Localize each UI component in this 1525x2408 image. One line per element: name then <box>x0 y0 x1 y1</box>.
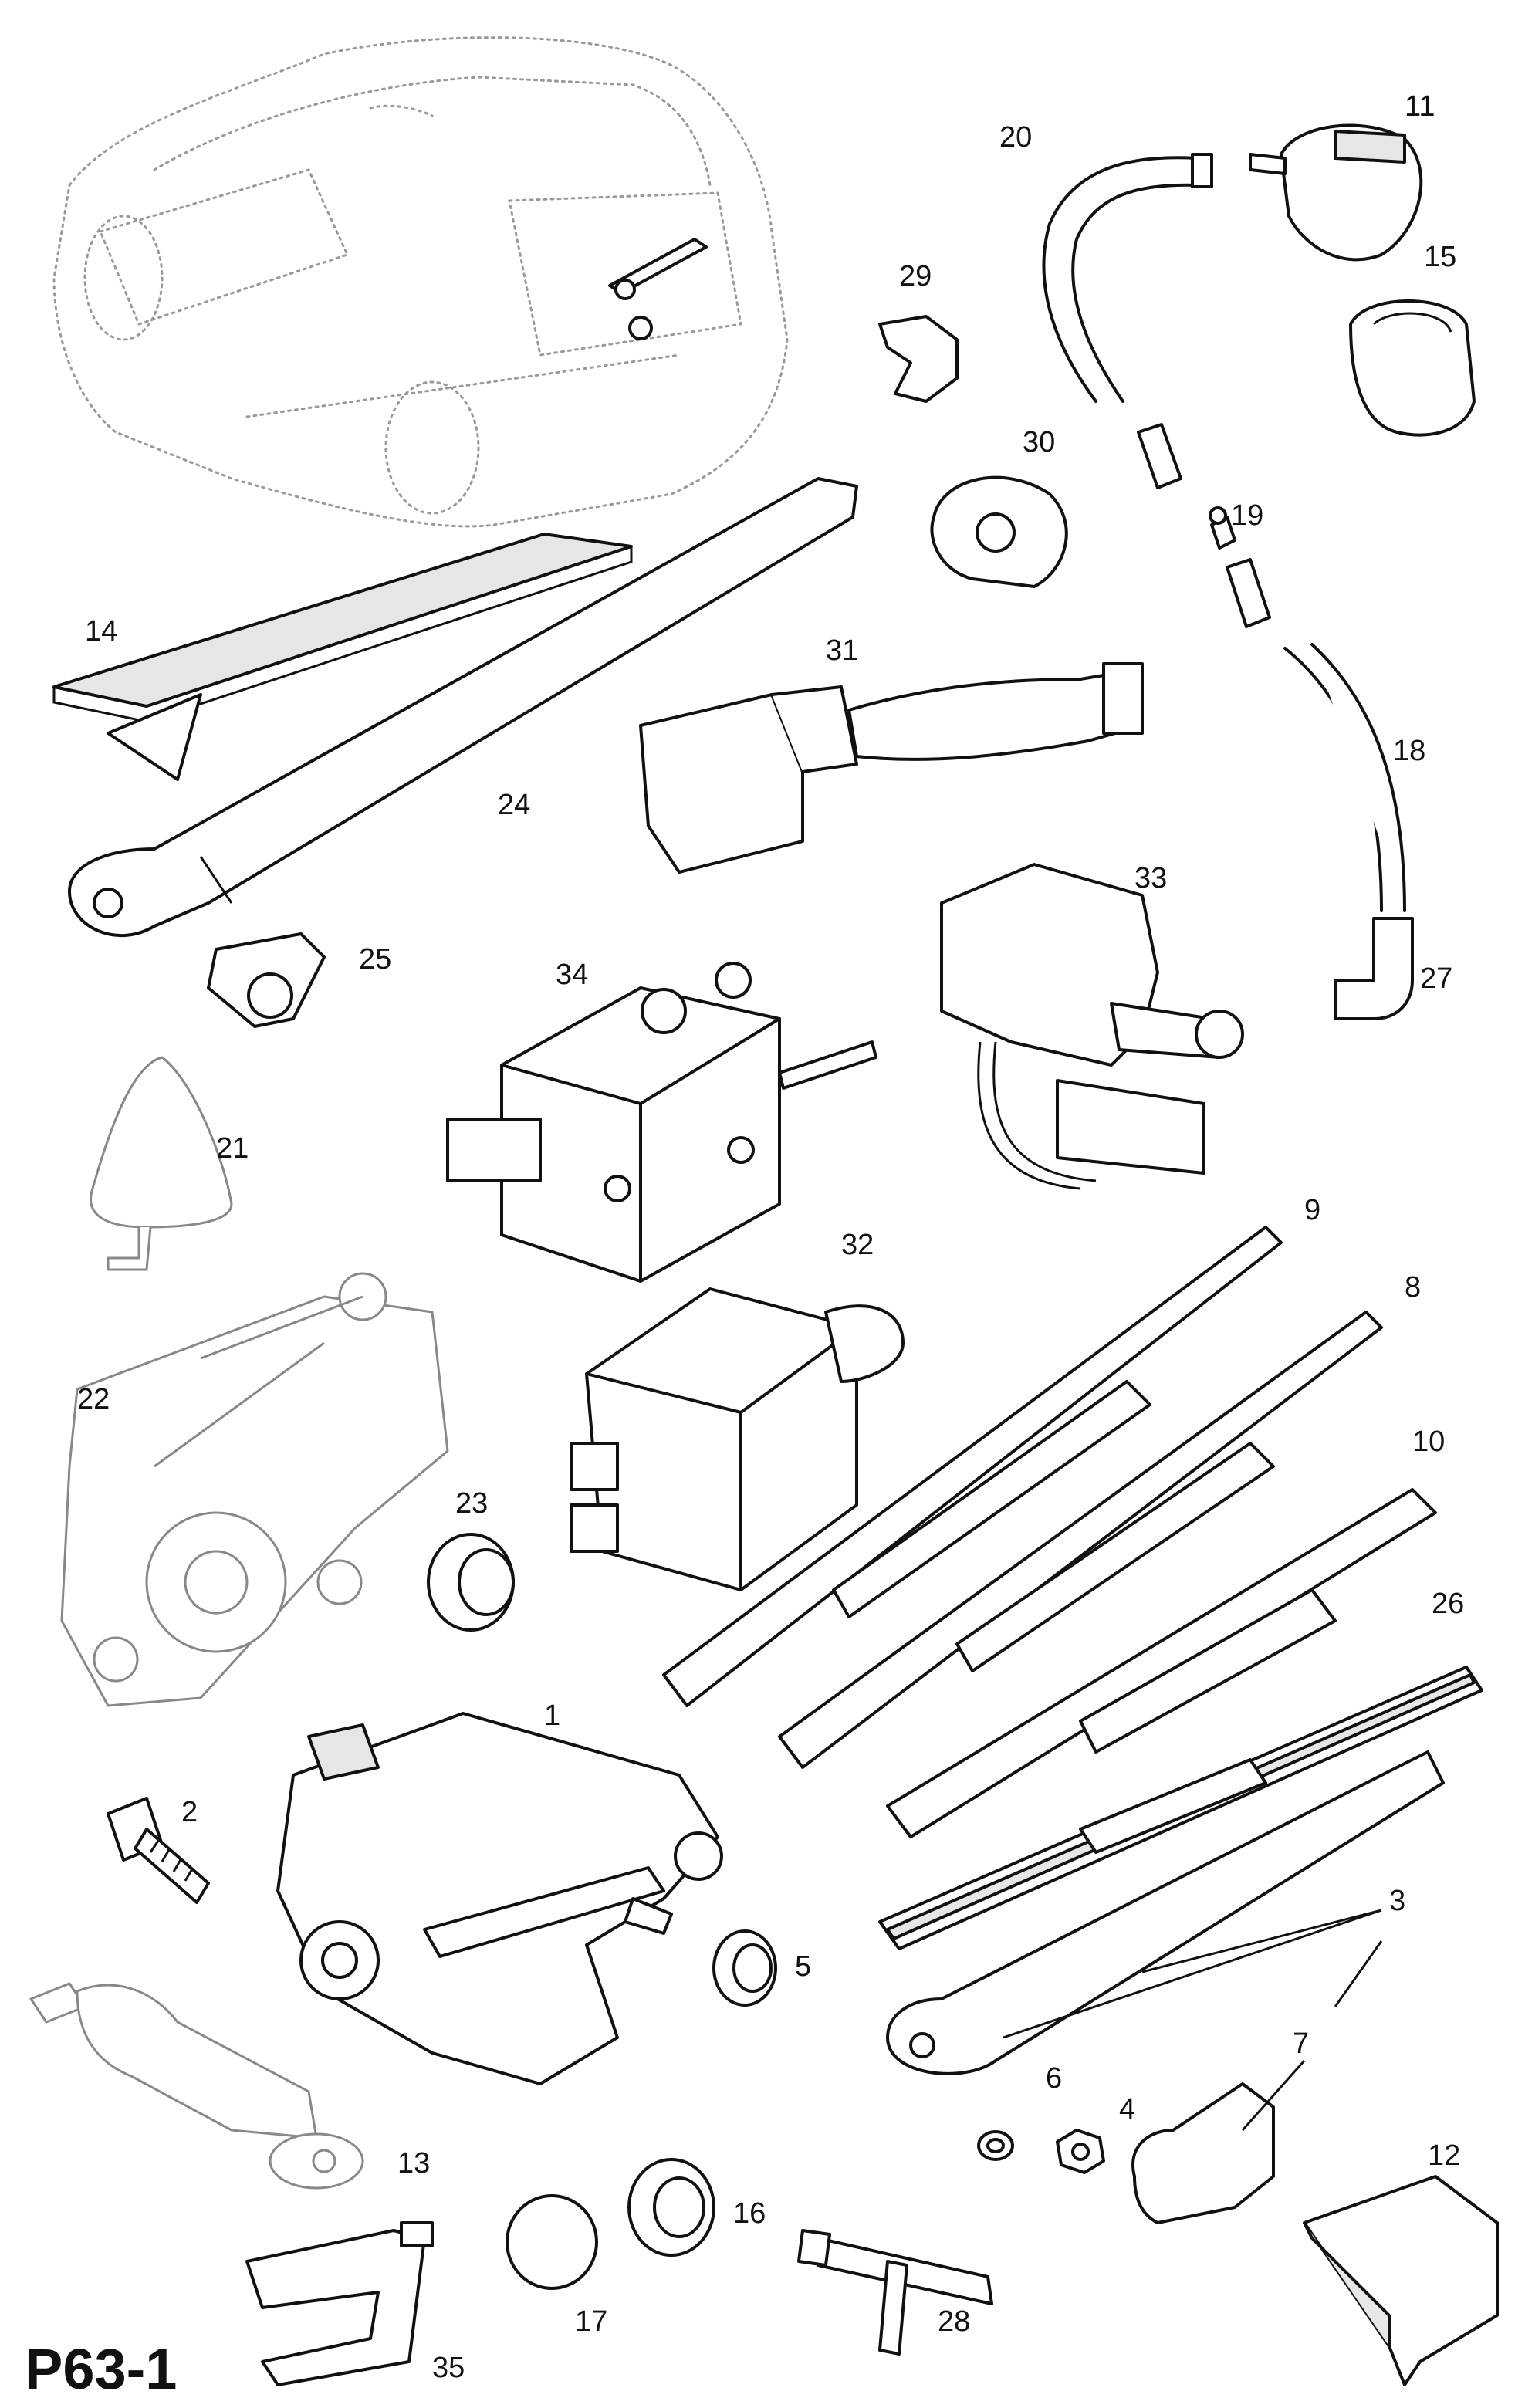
part-18-hose <box>1283 643 1406 912</box>
part-20-hose <box>1042 153 1213 403</box>
part-25-cap <box>207 932 326 1028</box>
callout-30: 30 <box>1023 426 1055 458</box>
part-3-rear-wiper-arm <box>886 1750 1445 2075</box>
part-28-t-connector <box>797 2229 993 2356</box>
callout-11: 11 <box>1405 90 1435 123</box>
callout-23: 23 <box>455 1487 488 1520</box>
callout-22: 22 <box>77 1383 110 1415</box>
callout-29: 29 <box>899 260 932 293</box>
callout-19: 19 <box>1231 499 1263 532</box>
diagram-code: P63-1 <box>25 2337 177 2401</box>
part-8-wiper-blade <box>778 1311 1383 1769</box>
callout-26: 26 <box>1432 1588 1464 1620</box>
callout-25: 25 <box>359 943 391 976</box>
part-6-washer <box>977 2130 1014 2161</box>
part-27-elbow <box>1334 917 1414 1020</box>
part-7-cover-cap <box>1131 2082 1275 2224</box>
callout-20: 20 <box>999 121 1032 154</box>
callout-17: 17 <box>575 2305 607 2338</box>
part-hose-connector <box>1137 423 1271 628</box>
part-19-valve <box>1209 506 1236 550</box>
part-24-wiper-arm <box>68 477 858 938</box>
callout-6: 6 <box>1046 2062 1062 2095</box>
callout-8: 8 <box>1405 1271 1421 1304</box>
part-17-cap <box>506 2194 598 2290</box>
callout-9: 9 <box>1304 1194 1320 1226</box>
part-34-actuator <box>446 962 877 1283</box>
part-11-nozzle <box>1249 123 1423 262</box>
callout-5: 5 <box>795 1950 811 1983</box>
part-12-bracket <box>1303 2175 1499 2386</box>
part-30-clip <box>930 475 1068 588</box>
callout-14: 14 <box>85 615 117 648</box>
callout-34: 34 <box>556 959 588 991</box>
callout-33: 33 <box>1134 862 1167 895</box>
part-26-rear-wiper-blade <box>878 1666 1483 1950</box>
part-23-grommet <box>427 1533 515 1632</box>
part-5-grommet <box>712 1929 777 2007</box>
callout-7: 7 <box>1293 2028 1309 2060</box>
part-32-actuator <box>570 1287 905 1591</box>
part-14-wiper-blade-strip <box>52 533 633 781</box>
callout-12: 12 <box>1428 2139 1460 2172</box>
part-13-washer-pump <box>29 1982 364 2190</box>
part-22-wiper-motor <box>60 1272 449 1707</box>
part-4-nut <box>1056 2129 1105 2174</box>
callout-16: 16 <box>733 2197 766 2230</box>
callout-2: 2 <box>181 1796 198 1828</box>
callout-numbers: 1 2 3 4 5 6 7 8 9 10 11 12 13 14 15 16 1… <box>77 90 1464 2384</box>
callout-1: 1 <box>544 1699 560 1732</box>
callout-31: 31 <box>826 634 858 667</box>
part-15-cover <box>1349 299 1476 437</box>
callout-3: 3 <box>1389 1885 1405 1917</box>
part-10-wiper-blade <box>886 1488 1437 1838</box>
callout-35: 35 <box>432 2352 465 2384</box>
part-16-grommet <box>627 2158 715 2257</box>
callout-28: 28 <box>938 2305 970 2338</box>
callout-27: 27 <box>1420 962 1452 995</box>
callout-24: 24 <box>498 789 530 821</box>
part-9-wiper-blade <box>662 1226 1283 1707</box>
callout-10: 10 <box>1412 1426 1445 1458</box>
part-2-bolt <box>107 1797 210 1904</box>
part-29-clip <box>878 315 959 403</box>
callout-4: 4 <box>1119 2093 1135 2126</box>
vehicle-outline <box>52 36 789 528</box>
callout-18: 18 <box>1393 735 1425 767</box>
part-21-washer-nozzle <box>90 1056 233 1271</box>
part-1-rear-wiper-motor <box>276 1712 723 2085</box>
callout-15: 15 <box>1424 241 1456 273</box>
leader-lines <box>1003 1909 1383 2131</box>
callout-32: 32 <box>841 1229 874 1261</box>
part-33-switch <box>940 863 1244 1190</box>
callout-13: 13 <box>397 2147 430 2180</box>
part-31-column-switch <box>639 662 1144 874</box>
part-35-clip <box>245 2221 434 2386</box>
callout-21: 21 <box>216 1132 249 1165</box>
